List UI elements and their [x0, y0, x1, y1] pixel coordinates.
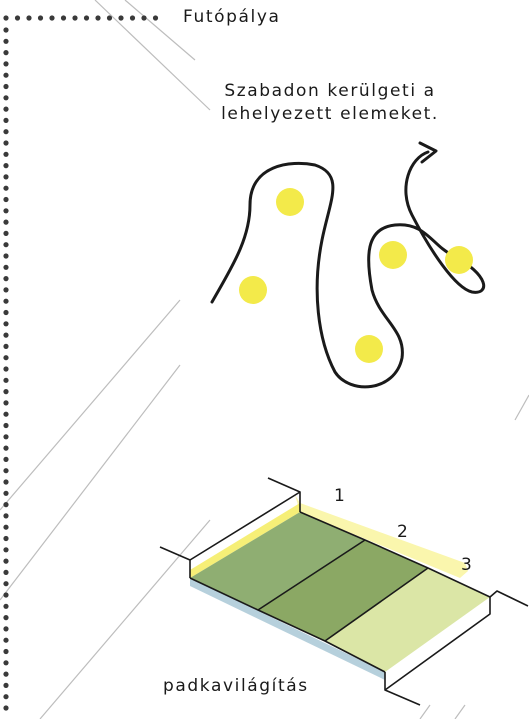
border-dot: [3, 468, 8, 473]
border-dot: [3, 321, 8, 326]
obstacle-marker-4: [445, 246, 473, 274]
border-dot: [3, 15, 8, 20]
border-dot: [3, 513, 8, 518]
border-dot: [3, 547, 8, 552]
border-dot: [3, 581, 8, 586]
border-dot: [3, 479, 8, 484]
obstacle-marker-2: [239, 276, 267, 304]
border-dot: [3, 660, 8, 665]
border-dot: [3, 626, 8, 631]
zone-label-2: 2: [397, 522, 408, 542]
border-dot: [3, 118, 8, 123]
border-dot: [141, 15, 146, 20]
border-dot: [3, 355, 8, 360]
border-dot: [3, 389, 8, 394]
serpentine-path-illustration: [212, 143, 484, 387]
border-dot: [3, 197, 8, 202]
border-dot: [130, 15, 135, 20]
border-dot: [3, 400, 8, 405]
border-dot: [3, 457, 8, 462]
border-dot: [3, 491, 8, 496]
border-dot: [3, 592, 8, 597]
border-dot: [3, 705, 8, 710]
border-dot: [3, 265, 8, 270]
border-dot: [3, 95, 8, 100]
border-dot: [3, 559, 8, 564]
border-dot: [3, 333, 8, 338]
border-dot: [26, 15, 31, 20]
border-dot: [3, 525, 8, 530]
border-dot: [3, 186, 8, 191]
border-dot: [3, 536, 8, 541]
border-dot: [3, 276, 8, 281]
border-dot: [3, 366, 8, 371]
border-dot: [3, 502, 8, 507]
border-dot: [3, 140, 8, 145]
border-dot: [3, 152, 8, 157]
border-dot: [3, 242, 8, 247]
border-dot: [3, 107, 8, 112]
border-dot: [95, 15, 100, 20]
border-dot: [61, 15, 66, 20]
border-dot: [3, 604, 8, 609]
zone-label-1: 1: [334, 486, 345, 506]
border-dot: [72, 15, 77, 20]
border-dot: [84, 15, 89, 20]
border-dot: [49, 15, 54, 20]
border-dot: [3, 61, 8, 66]
border-dot: [3, 39, 8, 44]
border-dot: [3, 434, 8, 439]
border-dot: [38, 15, 43, 20]
border-dot: [3, 174, 8, 179]
border-dot: [3, 287, 8, 292]
border-dot: [118, 15, 123, 20]
page-title: Futópálya: [183, 7, 281, 27]
border-dot: [3, 412, 8, 417]
border-dot: [3, 649, 8, 654]
caption-label: padkavilágítás: [163, 676, 309, 696]
zone-label-3: 3: [461, 555, 472, 575]
obstacle-marker-1: [276, 188, 304, 216]
border-dot: [107, 15, 112, 20]
border-dot: [3, 683, 8, 688]
border-dot: [3, 50, 8, 55]
border-dot: [3, 208, 8, 213]
border-dot: [3, 253, 8, 258]
border-dot: [3, 615, 8, 620]
running-path: [212, 152, 484, 387]
description-line-1: Szabadon kerülgeti a: [224, 81, 435, 101]
border-dot: [3, 570, 8, 575]
border-dot: [3, 27, 8, 32]
border-dot: [3, 446, 8, 451]
border-dot: [3, 163, 8, 168]
border-dot: [3, 344, 8, 349]
dotted-border: [3, 15, 158, 710]
obstacle-marker-5: [355, 335, 383, 363]
border-dot: [3, 672, 8, 677]
border-dot: [15, 15, 20, 20]
border-dot: [153, 15, 158, 20]
border-dot: [3, 220, 8, 225]
border-dot: [3, 73, 8, 78]
border-dot: [3, 423, 8, 428]
description-line-2: lehelyezett elemeket.: [221, 104, 439, 124]
border-dot: [3, 231, 8, 236]
obstacle-marker-3: [379, 241, 407, 269]
border-dot: [3, 694, 8, 699]
border-dot: [3, 310, 8, 315]
border-dot: [3, 129, 8, 134]
border-dot: [3, 299, 8, 304]
border-dot: [3, 84, 8, 89]
track-illustration: [160, 478, 528, 705]
border-dot: [3, 638, 8, 643]
border-dot: [3, 378, 8, 383]
description-text: Szabadon kerülgeti a lehelyezett elemeke…: [170, 80, 490, 126]
